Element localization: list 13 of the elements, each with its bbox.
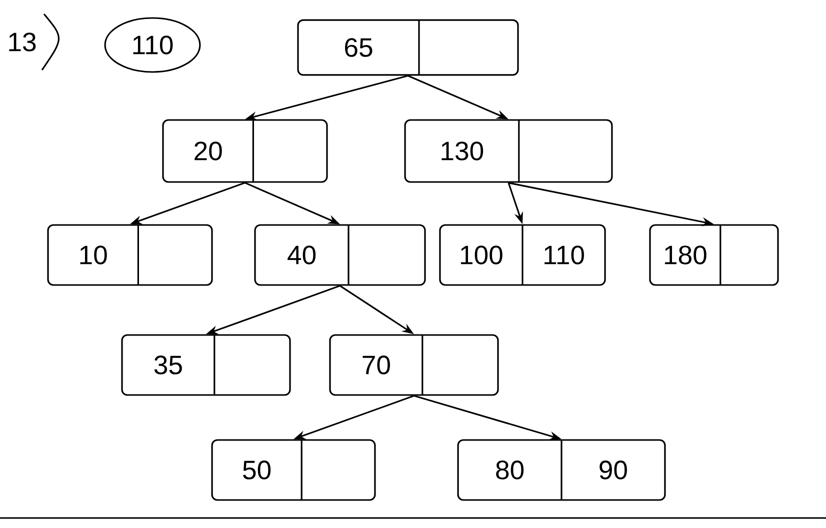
tree-node-box: 80 90	[457, 439, 666, 501]
tree-node-box: 100 110	[439, 224, 606, 286]
question-number: 13	[9, 13, 60, 70]
tree-node-box: 65	[297, 19, 519, 76]
tree-node-box: 40	[254, 224, 426, 286]
tree-node-box: 180	[649, 224, 779, 286]
circled-number: 110	[104, 17, 201, 73]
tree-node-box: 35	[121, 334, 291, 396]
tree-node-box: 10	[47, 224, 213, 286]
tree-node-box: 20	[162, 119, 328, 183]
tree-node-box: 70	[329, 334, 499, 396]
tree-node-box: 130	[404, 119, 613, 183]
tree-node-box: 50	[211, 439, 376, 501]
